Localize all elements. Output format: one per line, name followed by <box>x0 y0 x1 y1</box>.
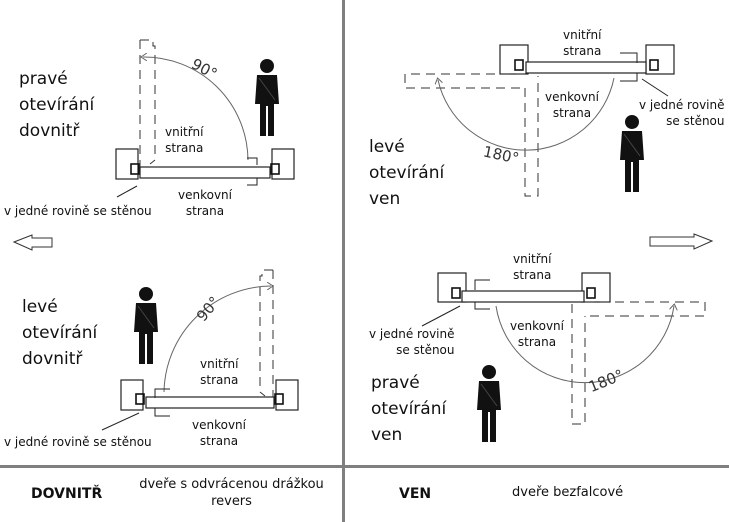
label-line: strana <box>200 373 239 387</box>
door-leaf <box>139 166 271 179</box>
footer-inward-label: DOVNITŘ <box>31 486 103 502</box>
flush-note: v jedné rovině se stěnou <box>639 97 725 129</box>
desc-line: revers <box>211 494 252 509</box>
label-line: venkovní <box>178 188 232 202</box>
title-line: dovnitř <box>19 121 80 141</box>
title-line: ven <box>369 189 401 209</box>
person-icon <box>254 58 280 137</box>
outer-side-label: venkovní strana <box>510 318 564 350</box>
inner-side-label: vnitřní strana <box>200 356 238 388</box>
label-line: strana <box>165 141 204 155</box>
title-line: levé <box>22 297 58 317</box>
flush-note: v jedné rovině se stěnou <box>4 435 152 449</box>
swing-arc <box>143 57 249 161</box>
title-top-right: levé otevírání ven <box>369 134 444 212</box>
outer-side-label: venkovní strana <box>545 89 599 121</box>
inner-side-label: vnitřní strana <box>513 251 551 283</box>
desc-line: dveře s odvrácenou drážkou <box>139 477 324 492</box>
flush-note: v jedné rovině se stěnou <box>4 204 152 218</box>
title-line: dovnitř <box>22 349 83 369</box>
title-line: levé <box>369 137 405 157</box>
outer-side-label: venkovní strana <box>192 417 246 449</box>
label-line: v jedné rovině <box>639 98 725 112</box>
label-line: strana <box>563 44 602 58</box>
label-line: strana <box>552 106 592 120</box>
vertical-divider <box>342 0 345 522</box>
title-bottom-left: levé otevírání dovnitř <box>22 294 97 372</box>
label-line: vnitřní <box>513 252 552 266</box>
title-line: ven <box>371 425 403 445</box>
inner-side-label: vnitřní strana <box>563 27 601 59</box>
label-line: vnitřní <box>563 28 602 42</box>
title-top-left: pravé otevírání dovnitř <box>19 66 94 144</box>
label-line: v jedné rovině <box>369 327 455 341</box>
title-line: otevírání <box>22 323 98 343</box>
label-line: se stěnou <box>396 343 455 357</box>
label-line: strana <box>517 335 557 349</box>
title-line: otevírání <box>371 399 447 419</box>
diagram-top-right <box>404 44 675 197</box>
open-door-dashed <box>140 39 156 165</box>
title-line: pravé <box>371 373 420 393</box>
arrow-left-icon <box>12 234 53 251</box>
label-line: venkovní <box>510 319 564 333</box>
footer-outward-desc: dveře bezfalcové <box>512 485 624 500</box>
outer-side-label: venkovní strana <box>178 187 232 219</box>
title-line: pravé <box>19 69 68 89</box>
label-line: vnitřní <box>200 357 239 371</box>
label-line: strana <box>185 204 225 218</box>
label-line: strana <box>199 434 239 448</box>
diagram-bottom-left <box>101 269 299 431</box>
arrow-right-icon <box>649 233 714 250</box>
footer-inward-desc: dveře s odvrácenou drážkou revers <box>124 476 339 510</box>
diagram-bottom-right <box>421 272 706 443</box>
title-bottom-right: pravé otevírání ven <box>371 370 446 448</box>
label-line: strana <box>513 268 552 282</box>
title-line: otevírání <box>369 163 445 183</box>
label-line: vnitřní <box>165 125 204 139</box>
inner-side-label: vnitřní strana <box>165 124 203 156</box>
label-line: venkovní <box>545 90 599 104</box>
title-line: otevírání <box>19 95 95 115</box>
flush-note: v jedné rovině se stěnou <box>369 326 455 358</box>
label-line: venkovní <box>192 418 246 432</box>
footer-outward-label: VEN <box>399 486 432 502</box>
diagram-top-left <box>115 39 295 198</box>
horizontal-divider <box>0 465 729 468</box>
label-line: se stěnou <box>666 114 725 128</box>
